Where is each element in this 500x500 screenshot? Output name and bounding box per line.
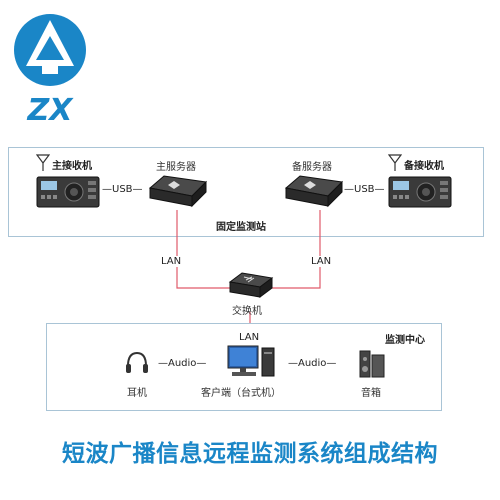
speaker-icon <box>359 350 385 378</box>
monitoring-center-title: 监测中心 <box>385 335 425 346</box>
lan-line-right <box>272 210 321 289</box>
backup-server-label: 备服务器 <box>292 162 332 173</box>
antenna-icon <box>388 154 402 171</box>
main-server-label: 主服务器 <box>156 162 196 173</box>
main-receiver-label: 主接收机 <box>52 161 92 172</box>
network-switch-icon <box>228 272 274 298</box>
server-icon <box>284 175 344 208</box>
fixed-station-title: 固定监测站 <box>216 222 266 233</box>
lan-line-left <box>176 210 230 289</box>
company-logo: ZX <box>8 6 92 128</box>
page-title: 短波广播信息远程监测系统组成结构 <box>62 441 438 467</box>
antenna-icon <box>36 154 50 171</box>
lan-label-center: LAN <box>238 332 261 343</box>
headphones-label: 耳机 <box>127 388 147 399</box>
usb-link-left: —USB— <box>102 184 143 195</box>
headphones-icon <box>126 351 148 373</box>
logo-text: ZX <box>27 93 75 126</box>
audio-link-left: —Audio— <box>158 358 207 369</box>
logo-emblem-icon: ZX <box>14 14 86 128</box>
desktop-computer-icon <box>227 345 275 377</box>
lan-label-left: LAN <box>160 256 183 267</box>
receiver-radio-icon <box>36 176 100 208</box>
server-icon <box>148 175 208 208</box>
client-label: 客户端（台式机） <box>201 388 281 399</box>
usb-link-right: —USB— <box>344 184 385 195</box>
backup-receiver-label: 备接收机 <box>404 161 444 172</box>
audio-link-right: —Audio— <box>288 358 337 369</box>
lan-label-right: LAN <box>310 256 333 267</box>
speaker-label: 音箱 <box>361 388 381 399</box>
switch-label: 交换机 <box>232 306 262 317</box>
receiver-radio-icon <box>388 176 452 208</box>
